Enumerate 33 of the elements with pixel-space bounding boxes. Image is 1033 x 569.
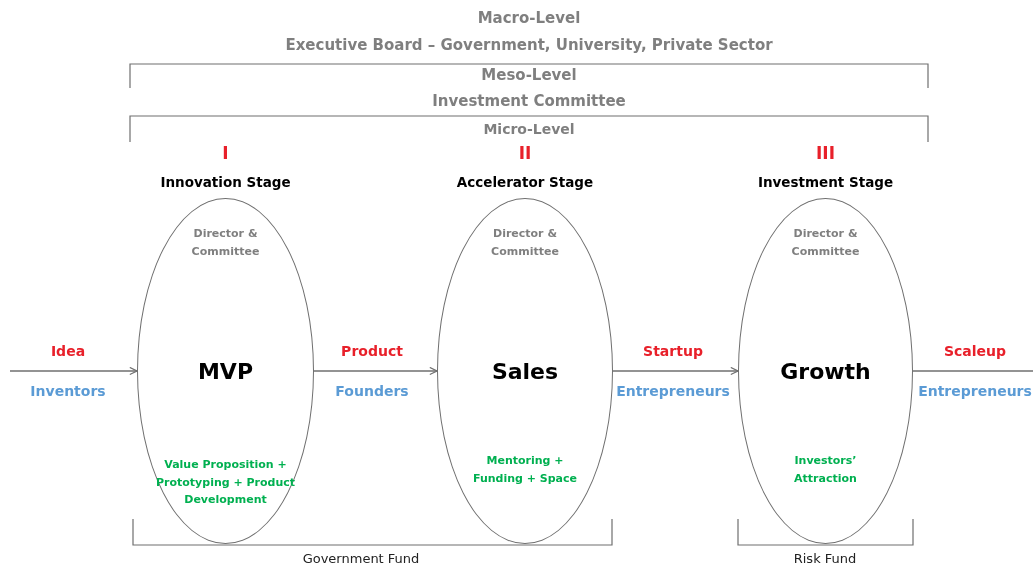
stage-outcome: Growth (780, 357, 871, 386)
edge-label: Product (341, 342, 403, 361)
fund-label: Risk Fund (793, 551, 857, 568)
stage-outcome: Sales (491, 357, 559, 386)
stage-title: Accelerator Stage (456, 174, 594, 192)
level-label: Meso-Level (481, 65, 577, 86)
stage-number: III (816, 141, 835, 165)
level-label: Executive Board – Government, University, Private Sector (285, 35, 773, 56)
arrow (9, 366, 138, 376)
role-label: Director & Committee (790, 226, 861, 260)
actor-label: Inventors (30, 382, 106, 401)
role-label: Director & Committee (190, 226, 261, 260)
level-label: Investment Committee (432, 91, 626, 112)
stage-outcome: MVP (197, 357, 253, 386)
activity-label: Value Proposition + Prototyping + Product Development (155, 456, 296, 508)
level-label: Micro-Level (483, 120, 575, 139)
role-label: Director & Committee (490, 226, 560, 260)
edge-label: Scaleup (943, 342, 1007, 361)
actor-label: Entrepreneurs (918, 382, 1032, 401)
stage-number: I (222, 141, 229, 165)
edge-label: Idea (50, 342, 86, 361)
activity-label: Investors’ Attraction (793, 453, 858, 487)
arrow (612, 366, 739, 376)
arrow (313, 366, 438, 376)
fund-label: Government Fund (302, 551, 420, 568)
edge-label: Startup (643, 342, 703, 361)
actor-label: Founders (335, 382, 409, 401)
actor-label: Entrepreneurs (616, 382, 730, 401)
stage-title: Investment Stage (757, 174, 894, 192)
activity-label: Mentoring + Funding + Space (471, 453, 579, 487)
level-label: Macro-Level (477, 8, 581, 29)
stage-number: II (518, 141, 532, 165)
stage-title: Innovation Stage (160, 174, 291, 192)
